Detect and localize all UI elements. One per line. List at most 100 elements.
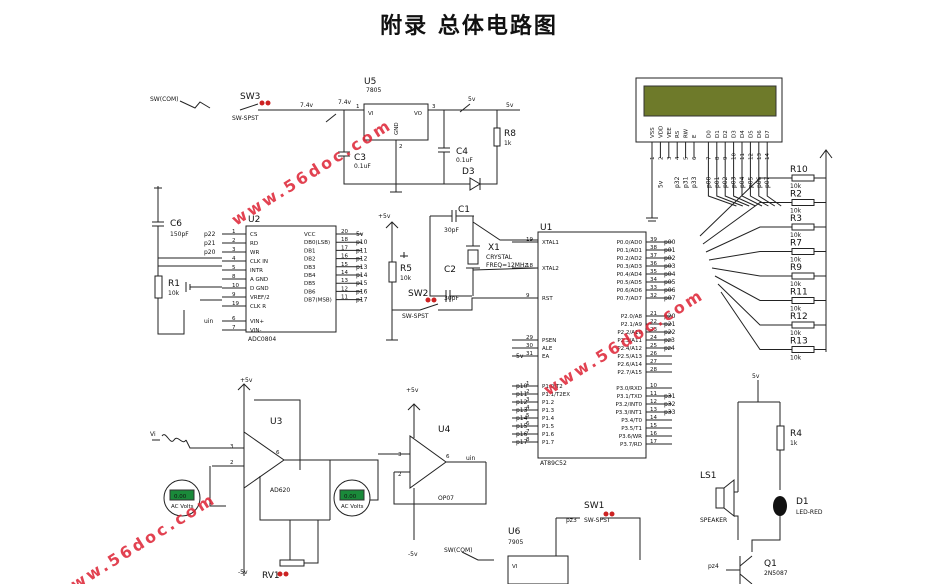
u1-pin-num: 32 — [650, 293, 657, 299]
sw3-ref: SW3 — [240, 92, 260, 102]
d1-ref: D1 — [796, 497, 809, 507]
sw1-net: pz3 — [566, 517, 577, 524]
lcd-pin-name: E — [692, 134, 698, 138]
u2-pin-num: 1 — [232, 229, 236, 235]
pullup-ref: R3 — [790, 214, 802, 224]
u1-pin-num: 14 — [650, 415, 657, 421]
lcd-pin-num: 8 — [715, 156, 721, 160]
u1-pin-name: P3.3/INT1 — [615, 410, 642, 416]
lcd-pin-net: 5v — [657, 180, 664, 188]
u1-pin-name: P0.4/AD4 — [617, 272, 643, 278]
lcd-module: VSS1VDD25vVEE3RS4p32RW5p31E6p33D07p00D18… — [635, 77, 783, 222]
u1-ref: U1 — [540, 223, 552, 233]
sw1-ref: SW1 — [584, 501, 604, 511]
bottom-section: SW1 SW-SPST pz3 SW(COM) U6 7905 VI — [444, 501, 641, 584]
u1-pin-num: 29 — [526, 335, 533, 341]
pullup-resistor — [791, 346, 815, 353]
u1-pin-name: P1.1/T2EX — [542, 392, 570, 398]
net-label-sw-com: SW(COM) — [150, 96, 179, 103]
u2-pin-num: 4 — [232, 256, 236, 262]
u1-pin-net: p03 — [664, 263, 676, 270]
lcd-screen — [643, 85, 777, 117]
c6-ref: C6 — [170, 219, 182, 229]
q1-part: 2N5087 — [764, 570, 788, 577]
r5-resistor — [388, 261, 397, 283]
net-label-7v4b: 7.4v — [338, 99, 352, 106]
u1-pin-name: P2.1/A9 — [621, 322, 643, 328]
lcd-pin-num: 4 — [675, 156, 681, 160]
u1-pin-net: p06 — [664, 287, 676, 294]
pullup-ref: R2 — [790, 190, 802, 200]
u1-pin-net: p12 — [516, 399, 528, 406]
lcd-pin-net: p32 — [674, 176, 681, 188]
u5-regulator — [363, 103, 429, 141]
u1-pin-name: P3.1/TXD — [617, 394, 642, 400]
u1-pin-num: 5 — [526, 413, 530, 419]
sw2-contact — [425, 297, 431, 303]
u2-pin-net: p20 — [204, 249, 216, 256]
u2-pin-net: 5v — [356, 231, 364, 238]
pullup-resistor — [791, 174, 815, 182]
u1-pin-name: EA — [542, 354, 549, 360]
u1-pin-net: p04 — [664, 271, 676, 278]
u5-ref: U5 — [364, 77, 376, 87]
u2-pin-name: DB2 — [304, 257, 316, 263]
u2-pin-net: p12 — [356, 256, 368, 263]
net-label-plus5-u3: +5v — [240, 377, 253, 384]
u2-pin-num: 11 — [341, 295, 348, 301]
u1-pin-name: P2.0/A8 — [621, 314, 643, 320]
u2-ref: U2 — [248, 215, 260, 225]
u2-pin-name: DB4 — [304, 273, 316, 279]
u2-pin-num: 5 — [232, 265, 236, 271]
sw3-part: SW-SPST — [232, 115, 259, 122]
meter-left: 0.00 AC Volts — [163, 479, 201, 517]
lcd-pin-num: 9 — [723, 156, 729, 160]
u2-pin-net: p21 — [204, 240, 216, 247]
u1-pin-num: 24 — [650, 335, 657, 341]
u1-pin-name: P0.1/AD1 — [617, 248, 642, 254]
u1-pin-name: P0.5/AD5 — [617, 280, 643, 286]
u6-ref: U6 — [508, 527, 521, 537]
u1-pin-net: p11 — [516, 391, 528, 398]
net-label-7v4a: 7.4v — [300, 102, 314, 109]
lcd-pin-num: 10 — [732, 153, 738, 160]
sw3-contact — [259, 100, 265, 106]
u5-pin1: 1 — [356, 104, 360, 110]
r4-ref: R4 — [790, 429, 802, 439]
u1-pin-num: 4 — [526, 405, 530, 411]
pullup-val: 10k — [790, 281, 802, 288]
u1-pin-net: pz4 — [664, 345, 675, 352]
u1-pin-net: p01 — [664, 247, 676, 254]
pullup-val: 10k — [790, 232, 802, 239]
q1-net: pz4 — [708, 563, 719, 570]
u1-part: AT89C52 — [540, 460, 567, 467]
lcd-pin-name: D3 — [732, 130, 738, 138]
u1-pin-name: P1.7 — [542, 440, 555, 446]
u1-pin-net: p31 — [664, 393, 676, 400]
c4-val: 0.1uF — [456, 157, 473, 164]
net-label-vi: Vi — [150, 431, 156, 438]
pullup-ref: R9 — [790, 263, 802, 273]
net-label-5v-top: 5v — [468, 96, 476, 103]
u2-pin-num: 13 — [341, 278, 348, 284]
q1-ref: Q1 — [764, 559, 777, 569]
x1-crystal — [467, 249, 479, 265]
u1-pin-num: 9 — [526, 293, 530, 299]
net-label-5v-alarm: 5v — [752, 373, 760, 380]
u1-pin-name: P0.6/AD6 — [617, 288, 643, 294]
u1-pin-num: 1 — [526, 381, 530, 387]
lcd-pin-name: VEE — [667, 127, 673, 138]
svg-text:6: 6 — [276, 450, 280, 456]
u1-pin-name: P1.6 — [542, 432, 555, 438]
u2-pin-name: VCC — [304, 232, 316, 238]
sw3-contact — [265, 100, 271, 106]
u1-pin-num: 26 — [650, 351, 657, 357]
meter-left-label: AC Volts — [171, 504, 194, 510]
u1-pin-name: P0.7/AD7 — [617, 296, 643, 302]
u1-pin-num: 35 — [650, 269, 657, 275]
u3-ref: U3 — [270, 417, 282, 427]
svg-text:3: 3 — [398, 452, 402, 458]
u1-pin-name: P0.2/AD2 — [617, 256, 642, 262]
lcd-pin-num: 14 — [765, 153, 771, 160]
